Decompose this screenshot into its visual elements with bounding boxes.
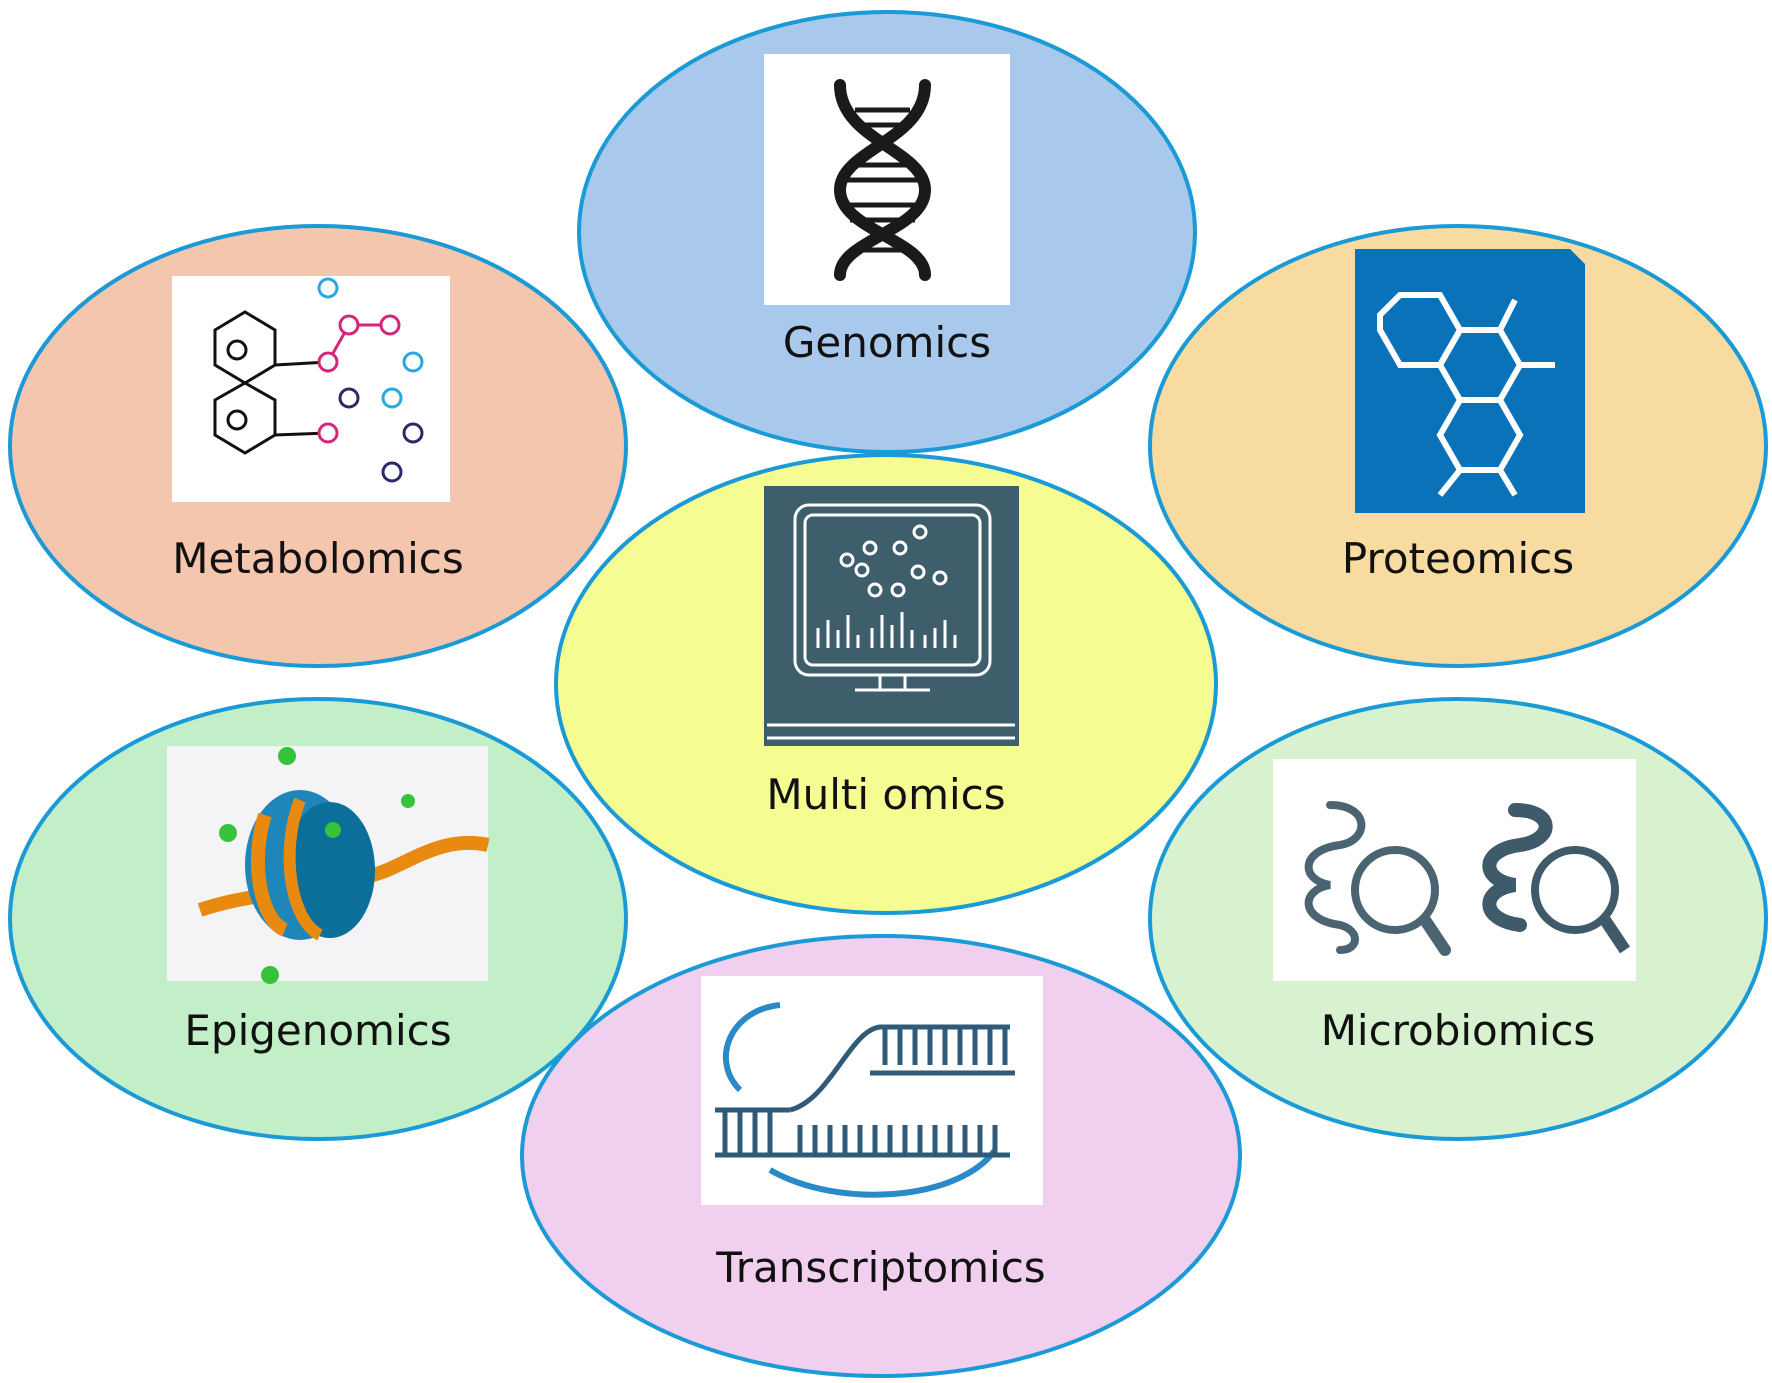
nucleosome-icon [167, 746, 490, 984]
epigenomics-label: Epigenomics [184, 1006, 451, 1055]
computer-analysis-icon [764, 486, 1019, 746]
metabolomics-label: Metabolomics [172, 534, 464, 583]
gut-magnifier-icon [1273, 759, 1636, 981]
transcriptomics-label: Transcriptomics [715, 1243, 1045, 1292]
multi-omics-label: Multi omics [766, 770, 1005, 819]
proteomics-label: Proteomics [1342, 534, 1574, 583]
dna-helix-icon [764, 54, 1010, 305]
molecule-structure-icon [172, 276, 450, 502]
genomics-label: Genomics [783, 318, 991, 367]
rna-strand-icon [701, 976, 1043, 1205]
microbiomics-label: Microbiomics [1321, 1006, 1596, 1055]
hexagon-molecule-icon [1355, 249, 1585, 513]
